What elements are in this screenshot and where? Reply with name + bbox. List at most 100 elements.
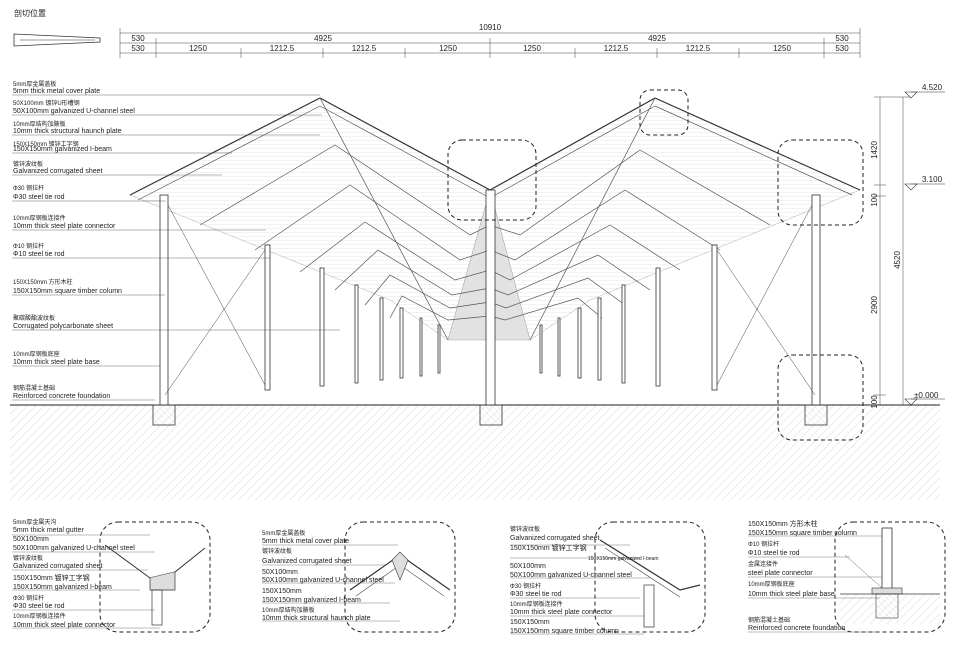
d4-0-en: 150X150mm square timber column bbox=[748, 530, 857, 537]
d1-3-cn: 150X150mm 镀锌工字钢 bbox=[13, 573, 90, 582]
vdim-4: 100 bbox=[870, 395, 879, 409]
d4-2-en: steel plate connector bbox=[748, 570, 813, 577]
d3-0-cn: 镀锌波纹板 bbox=[510, 525, 540, 533]
callout-leaders bbox=[12, 94, 340, 401]
d3-1-cn: 150X150mm 镀锌工字钢 bbox=[510, 543, 587, 552]
d2-1-cn: 镀锌波纹板 bbox=[262, 547, 292, 555]
callout-5-en: Φ30 steel tie rod bbox=[13, 194, 65, 201]
dim-r3-2: 1212.5 bbox=[270, 44, 295, 53]
d2-2-en: 50X100mm galvanized U-channel steel bbox=[262, 577, 384, 584]
d3-3-cn: Φ30 钢拉杆 bbox=[510, 582, 541, 590]
d1-4-cn: Φ30 钢拉杆 bbox=[13, 594, 44, 602]
callout-1-en: 50X100mm galvanized U-channel steel bbox=[13, 108, 135, 115]
section-marker-icon bbox=[13, 33, 101, 47]
callout-0-en: 5mm thick metal cover plate bbox=[13, 88, 100, 95]
d1-0-cn: 5mm厚金属天沟 bbox=[13, 518, 56, 526]
dim-r3-6: 1212.5 bbox=[604, 44, 629, 53]
d3-2-en: 50X100mm galvanized U-channel steel bbox=[510, 572, 632, 579]
d3-1-en: 150X150mm galvanized I-beam bbox=[588, 556, 659, 562]
callout-9-cn: 聚碳酸酯波纹板 bbox=[13, 314, 55, 322]
callout-7-cn: Φ10 钢拉杆 bbox=[13, 242, 44, 250]
dim-r2-0: 530 bbox=[131, 34, 145, 43]
dim-r2-3: 530 bbox=[835, 34, 849, 43]
callout-7-en: Φ10 steel tie rod bbox=[13, 251, 65, 258]
d1-5-cn: 10mm厚钢板连接件 bbox=[13, 612, 66, 620]
dim-r3-9: 530 bbox=[835, 44, 849, 53]
callout-2-en: 10mm thick structural haunch plate bbox=[13, 128, 122, 135]
d1-1b-en: 50X100mm galvanized U-channel steel bbox=[13, 545, 135, 552]
d1-2-cn: 镀锌波纹板 bbox=[13, 554, 43, 562]
callout-3-cn: 150X150mm 镀锌工字钢 bbox=[13, 140, 79, 148]
callout-6-cn: 10mm厚钢板连接件 bbox=[13, 214, 66, 222]
callout-8-en: 150X150mm square timber column bbox=[13, 288, 122, 295]
d4-3-cn: 10mm厚钢板底座 bbox=[748, 580, 795, 588]
d1-3-en: 150X150mm galvanized I-beam bbox=[13, 584, 112, 591]
callout-11-en: Reinforced concrete foundation bbox=[13, 393, 110, 400]
concrete-foundations bbox=[152, 404, 828, 426]
d1-1-en: 50X100mm bbox=[13, 536, 49, 543]
callout-3-en: 150X150mm galvanized I-beam bbox=[13, 146, 112, 153]
callout-1-cn: 50X100mm 镀锌U形槽钢 bbox=[13, 99, 80, 107]
callout-10-en: 10mm thick steel plate base bbox=[13, 359, 100, 366]
dim-r2-1: 4925 bbox=[314, 34, 332, 43]
d4-1-cn: Φ10 钢拉杆 bbox=[748, 540, 779, 548]
dim-r2-2: 4925 bbox=[648, 34, 666, 43]
callout-11-cn: 钢筋混凝土基础 bbox=[13, 384, 55, 392]
d2-3-cn: 150X150mm bbox=[262, 588, 302, 595]
detail-ridge: 5mm厚金属盖板 5mm thick metal cover plate 镀锌波… bbox=[262, 521, 456, 633]
callout-8-cn: 150X150mm 方形木柱 bbox=[13, 278, 73, 286]
section-position-label: 剖切位置 bbox=[14, 8, 46, 18]
timber-columns bbox=[159, 189, 821, 406]
d3-5-en: 150X150mm square timber column bbox=[510, 628, 619, 635]
roof-structure bbox=[129, 97, 861, 341]
d4-4-cn: 钢筋混凝土基础 bbox=[748, 616, 790, 624]
vdim-1: 100 bbox=[870, 193, 879, 207]
callout-4-en: Galvanized corrugated sheet bbox=[13, 168, 103, 175]
ground-hatch bbox=[10, 405, 940, 500]
d1-5-en: 10mm thick steel plate connector bbox=[13, 622, 116, 629]
d2-2-cn: 50X100mm bbox=[262, 569, 298, 576]
d1-0-en: 5mm thick metal gutter bbox=[13, 527, 84, 534]
callout-5-cn: Φ30 钢拉杆 bbox=[13, 184, 44, 192]
detail-callout-frames bbox=[447, 89, 864, 441]
d2-4-cn: 10mm厚结构加腋板 bbox=[262, 606, 315, 614]
level-ground: ±0.000 bbox=[914, 391, 939, 400]
vertical-dimensions bbox=[874, 96, 910, 406]
dim-r3-1: 1250 bbox=[189, 44, 207, 53]
d3-0-en: Galvanized corrugated sheet bbox=[510, 535, 600, 542]
vdim-2: 4520 bbox=[893, 251, 902, 269]
d1-4-en: Φ30 steel tie rod bbox=[13, 603, 65, 610]
level-top: 4.520 bbox=[922, 83, 943, 92]
dim-r3-7: 1212.5 bbox=[686, 44, 711, 53]
d3-5-cn: 150X150mm bbox=[510, 619, 550, 626]
d4-4-en: Reinforced concrete foundation bbox=[748, 625, 845, 632]
d4-2-cn: 金属连接件 bbox=[748, 560, 778, 568]
vdim-3: 2900 bbox=[870, 296, 879, 314]
dimension-lines bbox=[119, 28, 861, 58]
d4-0-cn: 150X150mm 方形木柱 bbox=[748, 519, 818, 528]
d3-4-en: 10mm thick steel plate connector bbox=[510, 609, 613, 616]
d4-1-en: Φ10 steel tie rod bbox=[748, 550, 800, 557]
d1-2-en: Galvanized corrugated sheet bbox=[13, 563, 103, 570]
dim-r3-3: 1212.5 bbox=[352, 44, 377, 53]
steel-tie-rods bbox=[164, 204, 816, 396]
dim-r3-0: 530 bbox=[131, 44, 145, 53]
callout-10-cn: 10mm厚钢板底座 bbox=[13, 350, 60, 358]
callout-9-en: Corrugated polycarbonate sheet bbox=[13, 323, 113, 330]
callout-0-cn: 5mm厚金属盖板 bbox=[13, 80, 56, 88]
level-marker-icon bbox=[904, 91, 945, 406]
d3-4-cn: 10mm厚钢板连接件 bbox=[510, 600, 563, 608]
d2-0-cn: 5mm厚金属盖板 bbox=[262, 529, 305, 537]
callout-labels: 5mm厚金属盖板 5mm thick metal cover plate 50X… bbox=[13, 80, 135, 400]
detail-eave: 镀锌波纹板 Galvanized corrugated sheet 150X15… bbox=[510, 521, 706, 635]
vdim-0: 1420 bbox=[870, 141, 879, 159]
dim-r3-4: 1250 bbox=[439, 44, 457, 53]
dim-r3-5: 1250 bbox=[523, 44, 541, 53]
detail-column-base: 150X150mm 方形木柱 150X150mm square timber c… bbox=[748, 519, 946, 633]
d2-1-en: Galvanized corrugated sheet bbox=[262, 558, 352, 565]
detail-gutter: 5mm厚金属天沟 5mm thick metal gutter 50X100mm… bbox=[12, 518, 211, 633]
d2-4-en: 10mm thick structural haunch plate bbox=[262, 615, 371, 622]
callout-2-cn: 10mm厚结构加腋板 bbox=[13, 120, 66, 128]
dim-r3-8: 1250 bbox=[773, 44, 791, 53]
